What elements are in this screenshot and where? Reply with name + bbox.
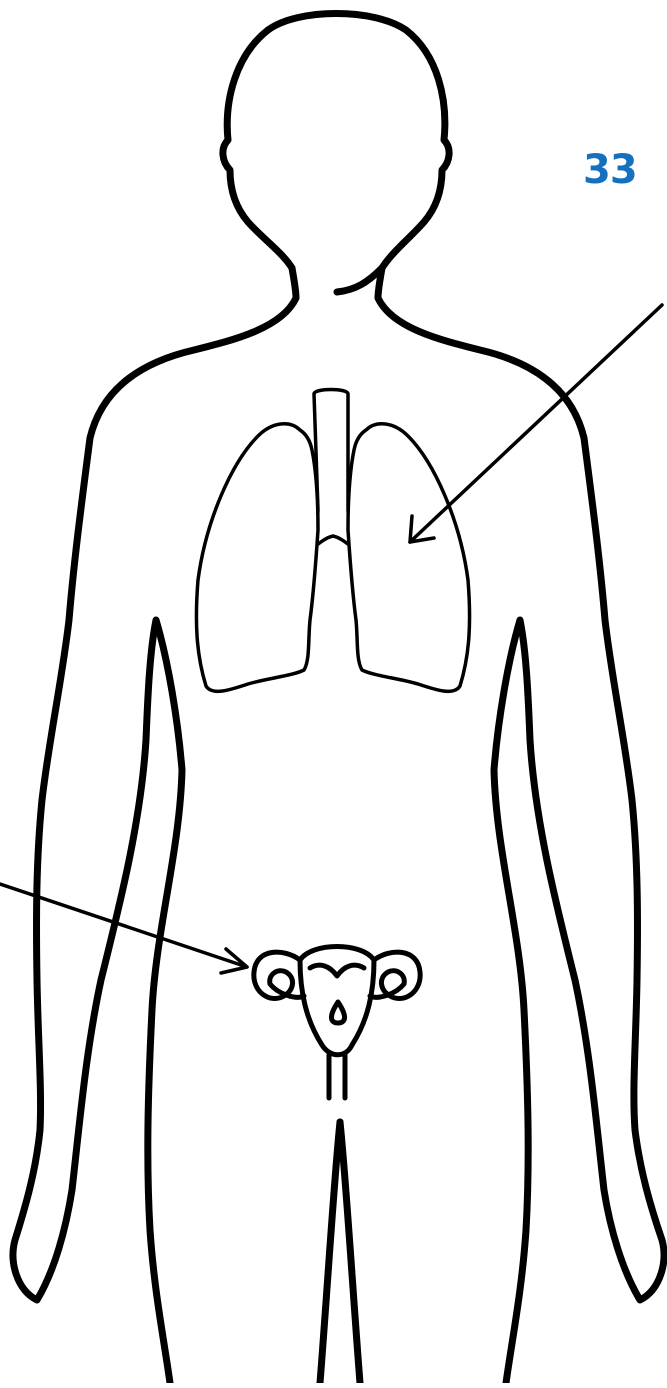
- lung-callout-label: 33: [583, 150, 637, 190]
- uterus-icon: [254, 947, 420, 1099]
- female-body-outline-icon: [13, 14, 664, 1384]
